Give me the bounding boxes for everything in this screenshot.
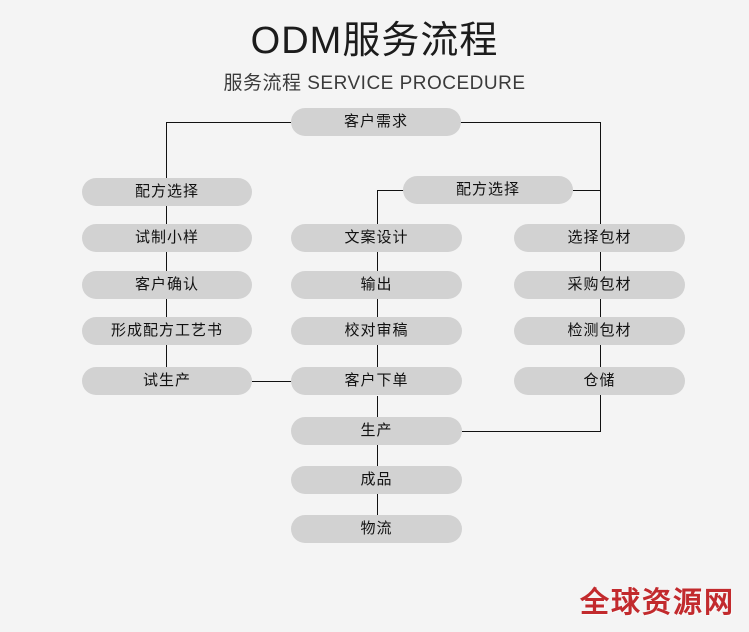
connector-left-2 [166, 252, 167, 274]
connector-storage-to-production [462, 431, 601, 432]
node-customer-order[interactable]: 客户下单 [291, 367, 462, 395]
node-warehousing[interactable]: 仓储 [514, 367, 685, 395]
node-copy-design[interactable]: 文案设计 [291, 224, 462, 252]
connector-mid-5 [377, 445, 378, 467]
connector-root-right [460, 122, 600, 123]
node-finished-goods[interactable]: 成品 [291, 466, 462, 494]
connector-mid-2 [377, 299, 378, 321]
connector-trial-to-order [252, 381, 292, 382]
page-title: ODM服务流程 [250, 20, 499, 62]
connector-right-1 [600, 252, 601, 274]
page-subtitle: 服务流程 SERVICE PROCEDURE [223, 73, 526, 94]
connector-left-3 [166, 299, 167, 321]
node-trial-production[interactable]: 试生产 [82, 367, 252, 395]
node-customer-requirement[interactable]: 客户需求 [291, 108, 461, 136]
node-select-packaging[interactable]: 选择包材 [514, 224, 685, 252]
site-watermark: 全球资源网 [579, 587, 735, 619]
connector-left-branch-down [166, 122, 167, 178]
node-formula-selection-left[interactable]: 配方选择 [82, 178, 252, 206]
connector-design-head-down [377, 190, 378, 224]
connector-right-3 [600, 345, 601, 367]
connector-mid-4 [377, 396, 378, 418]
connector-mid-3 [377, 345, 378, 367]
node-output[interactable]: 输出 [291, 271, 462, 299]
node-inspect-packaging[interactable]: 检测包材 [514, 317, 685, 345]
node-purchase-packaging[interactable]: 采购包材 [514, 271, 685, 299]
node-logistics[interactable]: 物流 [291, 515, 462, 543]
node-proofreading[interactable]: 校对审稿 [291, 317, 462, 345]
connector-mid-1 [377, 252, 378, 274]
connector-mid-6 [377, 494, 378, 516]
connector-root-left [166, 122, 291, 123]
node-customer-confirm[interactable]: 客户确认 [82, 271, 252, 299]
connector-left-1 [166, 206, 167, 228]
node-formula-process-document[interactable]: 形成配方工艺书 [82, 317, 252, 345]
node-formula-selection-middle[interactable]: 配方选择 [403, 176, 573, 204]
connector-left-4 [166, 345, 167, 367]
node-trial-sample[interactable]: 试制小样 [82, 224, 252, 252]
connector-design-head-right [573, 190, 601, 191]
connector-right-2 [600, 299, 601, 321]
node-production[interactable]: 生产 [291, 417, 462, 445]
